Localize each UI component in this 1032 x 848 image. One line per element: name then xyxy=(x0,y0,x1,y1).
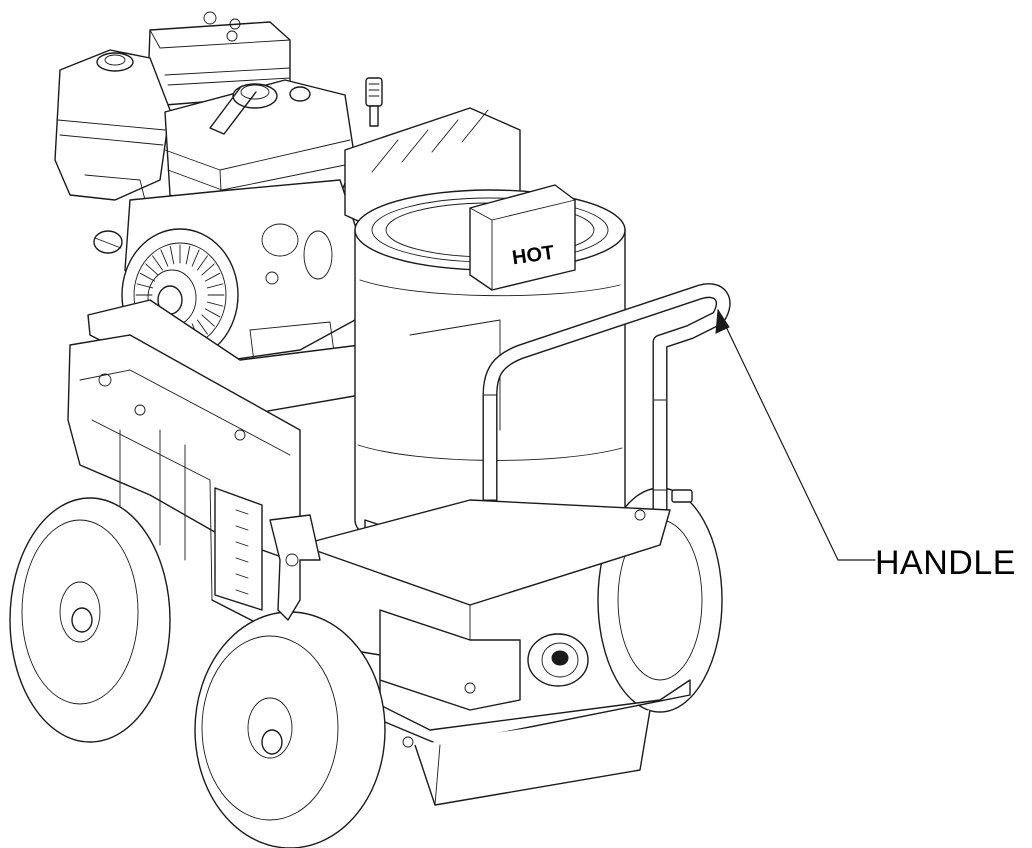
regulator-valve xyxy=(269,514,321,621)
frame xyxy=(67,334,381,701)
left-front-wheel xyxy=(194,611,386,848)
starter-fin xyxy=(145,263,159,276)
starter-fin xyxy=(197,255,208,271)
starter-fin xyxy=(201,263,215,276)
gauge-tick xyxy=(235,541,249,547)
starter-fin xyxy=(197,319,208,335)
vent-slot xyxy=(431,119,459,153)
starter-fin xyxy=(206,301,224,307)
starter-fin xyxy=(206,283,224,289)
starter-fin xyxy=(169,245,175,265)
starter-fin xyxy=(204,308,221,318)
gauge-tick xyxy=(235,509,249,515)
callout-label: HANDLE xyxy=(875,544,1016,582)
starter-fin xyxy=(191,249,200,267)
vent-slot xyxy=(461,109,489,143)
vent-slot xyxy=(401,129,429,163)
starter-fin xyxy=(139,272,156,282)
starter-fin xyxy=(136,283,154,289)
gauge-tick xyxy=(235,589,249,595)
starter-fin xyxy=(204,272,221,282)
fuel-gauge-ticks xyxy=(235,509,249,595)
front-frame xyxy=(299,489,693,806)
bracket-vents xyxy=(371,109,489,173)
starter-fin xyxy=(152,255,163,271)
handle-callout: HANDLE xyxy=(715,308,1016,582)
starter-fin xyxy=(201,314,215,327)
vent-slot xyxy=(371,139,399,173)
starter-fin xyxy=(160,249,169,267)
left-rear-wheel xyxy=(9,497,171,743)
gauge-tick xyxy=(235,525,249,531)
gauge-tick xyxy=(235,557,249,563)
starter-fin xyxy=(185,245,191,265)
gauge-tick xyxy=(235,573,249,579)
